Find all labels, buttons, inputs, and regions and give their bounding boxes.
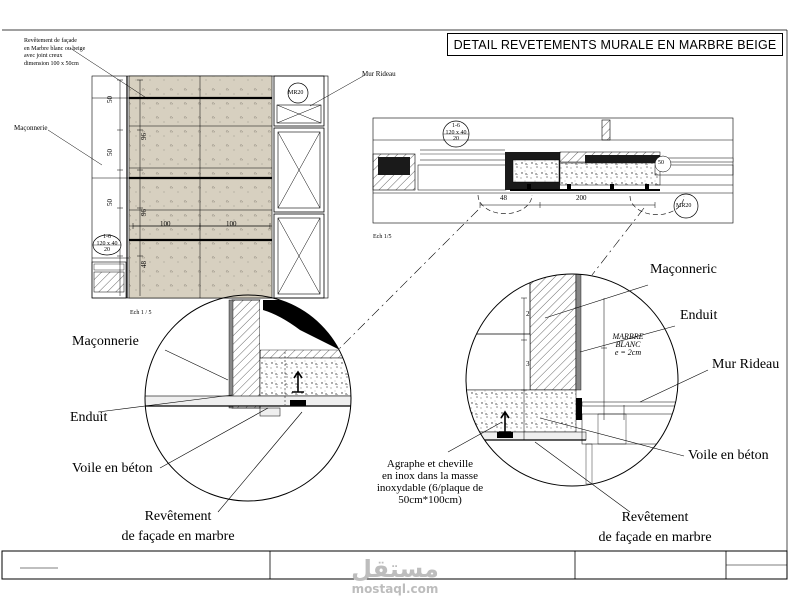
left-label-voile: Voile en béton <box>72 461 153 476</box>
left-label-revetement: Revêtement de façade en marbre <box>121 509 235 544</box>
agraphe-note: Agraphe et cheville en inox dans la mass… <box>376 458 484 506</box>
right-label-maconnerie: Maçonneric <box>650 262 717 277</box>
right-label-revetement: Revêtement de façade en marbre <box>598 510 712 545</box>
section-dim-1: 48 <box>500 194 507 202</box>
callout-lines <box>337 207 645 351</box>
section-caption: Ech 1/5 <box>373 234 392 240</box>
elevation-dim-1: 50 <box>106 96 114 103</box>
watermark: مستقل mostaql.com <box>340 556 450 596</box>
watermark-latin: mostaql.com <box>351 582 439 596</box>
drawing-title: DETAIL REVETEMENTS MURALE EN MARBRE BEIG… <box>447 33 783 56</box>
elevation-label-maconnerie: Maçonnerie <box>14 124 48 132</box>
section-view <box>372 117 734 224</box>
watermark-arabic: مستقل <box>351 555 439 583</box>
elevation-note: Revêtement de façade en Marbre blanc ou … <box>24 38 86 67</box>
right-dim-2: 3 <box>526 360 530 368</box>
right-label-marbre: MARBRE BLANC e = 2cm <box>612 332 644 357</box>
left-detail <box>97 294 352 513</box>
left-label-enduit: Enduit <box>70 410 108 425</box>
elevation-dim-h2: 100 <box>226 220 237 228</box>
elevation-dim-6: 48 <box>140 261 148 268</box>
elevation-view <box>47 47 366 299</box>
elevation-dim-4: 96 <box>140 209 148 216</box>
elevation-dim-2: 96 <box>140 133 148 140</box>
elevation-tag-mr: MR20 <box>288 90 304 96</box>
elevation-label-mur-rideau: Mur Rideau <box>362 70 396 78</box>
right-label-voile: Voile en béton <box>688 448 769 463</box>
section-tag: 1-6 120 x 40 20 <box>445 123 467 142</box>
right-dim-1: 2 <box>526 310 530 318</box>
elevation-dim-5: 50 <box>106 199 114 206</box>
right-label-mur-rideau: Mur Rideau <box>712 357 780 372</box>
elevation-section-tag: 1-6 120 x 40 20 <box>96 234 118 253</box>
elevation-scale-caption: Ech 1 / 5 <box>130 310 152 316</box>
section-tag-right: 50 <box>658 160 664 166</box>
left-label-maconnerie: Maçonnerie <box>72 334 139 349</box>
sheet-frame <box>1 29 788 580</box>
elevation-dim-3: 50 <box>106 149 114 156</box>
section-tag-mr: MR20 <box>676 203 692 209</box>
elevation-dim-h1: 100 <box>160 220 171 228</box>
section-dim-2: 200 <box>576 194 587 202</box>
right-label-enduit: Enduit <box>680 308 718 323</box>
